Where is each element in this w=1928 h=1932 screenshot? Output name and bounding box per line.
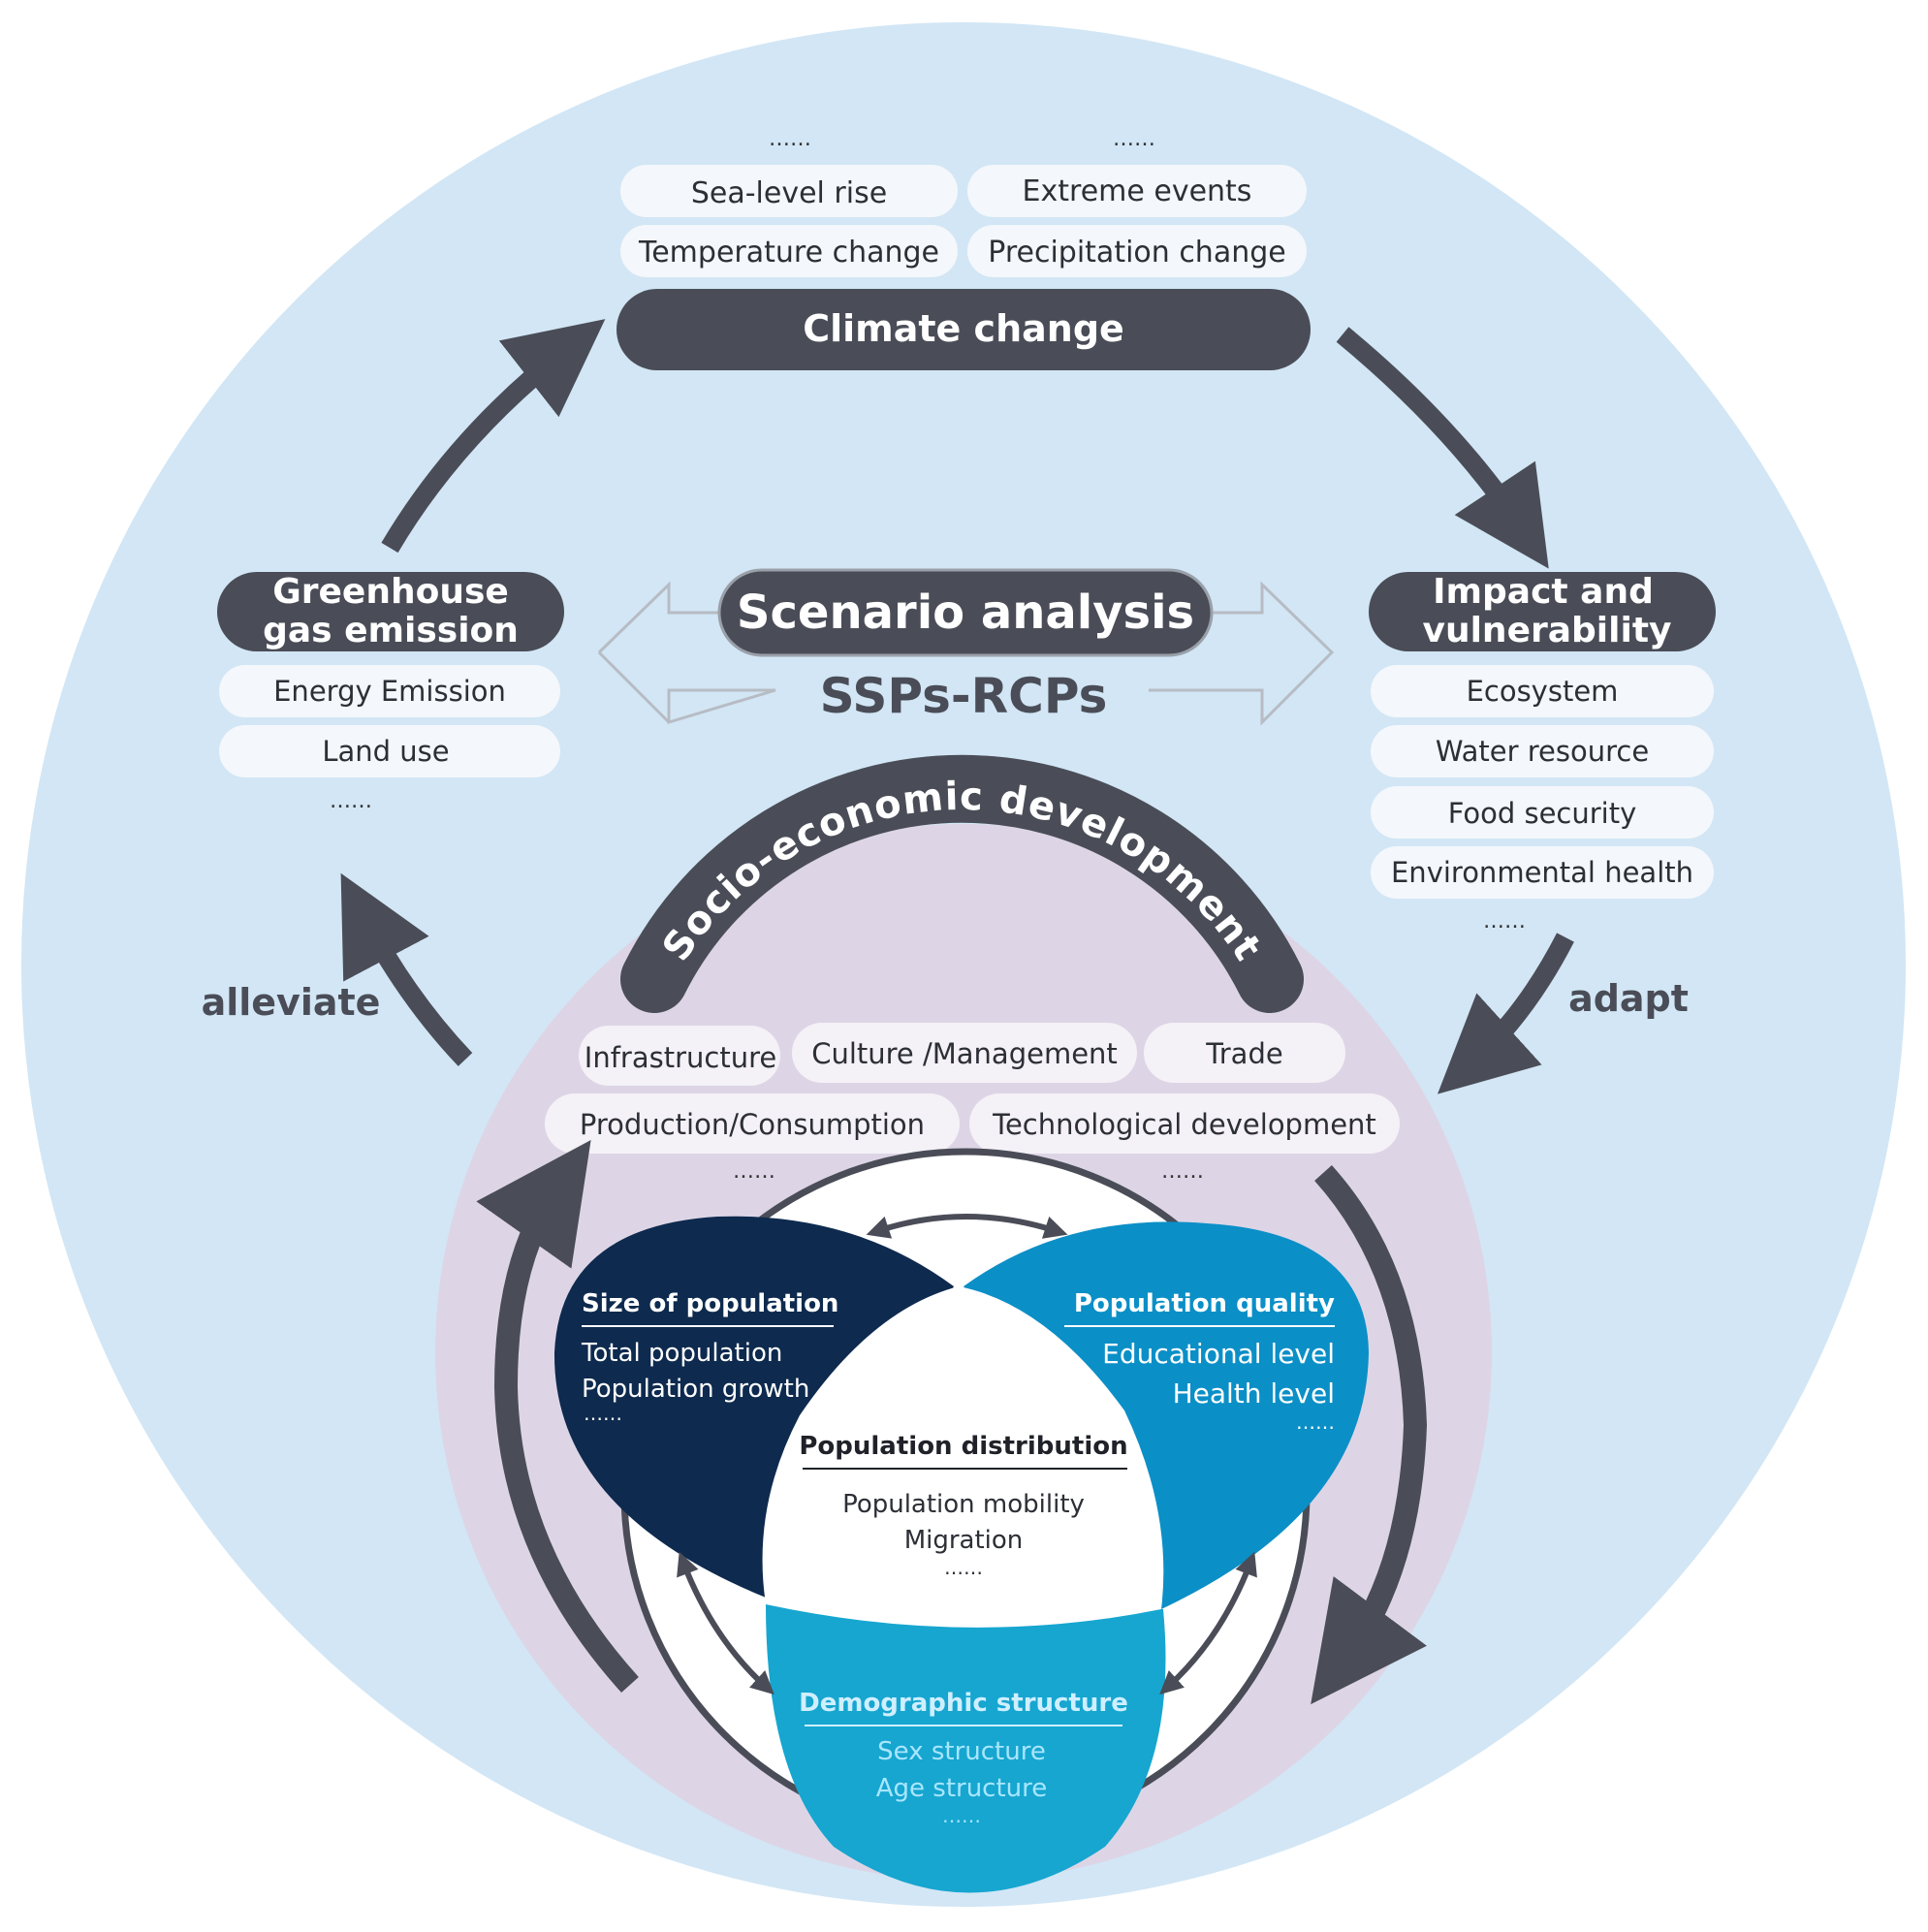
petal-population-quality	[964, 1221, 1369, 1609]
greenhouse-pill	[217, 572, 564, 651]
impact-item-water: Water resource	[1436, 735, 1649, 768]
arrow-quality-structure	[1159, 1551, 1257, 1695]
center-population-distribution	[762, 1286, 1164, 1628]
climate-item-temperature: Temperature change	[638, 236, 939, 269]
climate-change-pill	[616, 289, 1311, 370]
scenario-block: Scenario analysis SSPs-RCPs	[597, 568, 1335, 726]
scenario-subtitle: SSPs-RCPs	[820, 668, 1108, 724]
structure-title: Demographic structure	[799, 1689, 1128, 1718]
greenhouse-title-line2: gas emission	[263, 611, 519, 650]
impact-block: Impact and vulnerability Ecosystem Water…	[1369, 572, 1716, 934]
impact-item-food: Food security	[1448, 797, 1637, 830]
climate-item-sea-level: Sea-level rise	[691, 176, 887, 210]
arrow-to-climate	[381, 319, 606, 554]
size-item-total: Total population	[581, 1339, 782, 1368]
adapt-label: adapt	[1568, 977, 1689, 1020]
climate-item-pill	[620, 165, 958, 217]
impact-item-ecosystem: Ecosystem	[1467, 675, 1619, 708]
inner-arrow-left-up	[476, 1139, 639, 1694]
quality-item-health: Health level	[1173, 1378, 1335, 1409]
quality-item-education: Educational level	[1102, 1338, 1335, 1370]
impact-item-env-health: Environmental health	[1391, 856, 1693, 889]
socio-item-pill	[545, 1093, 960, 1154]
distribution-title: Population distribution	[799, 1432, 1127, 1461]
arrow-alleviate	[340, 872, 473, 1066]
distribution-ellipsis: ……	[944, 1556, 983, 1579]
climate-change-block: …… …… Sea-level rise Extreme events Temp…	[616, 127, 1311, 370]
climate-item-pill	[967, 225, 1307, 277]
socio-item-pill	[579, 1026, 780, 1086]
arrow-size-quality	[866, 1214, 1068, 1239]
structure-item-age: Age structure	[876, 1774, 1048, 1803]
socio-item-culture: Culture /Management	[811, 1037, 1118, 1070]
size-title: Size of population	[582, 1289, 838, 1318]
arrow-adapt	[1438, 933, 1574, 1094]
greenhouse-item-pill	[219, 725, 560, 777]
socio-ellipsis-right: ……	[1161, 1159, 1204, 1184]
impact-item-pill	[1371, 846, 1714, 899]
greenhouse-ellipsis: ……	[330, 789, 372, 813]
impact-item-pill	[1371, 786, 1714, 839]
population-venn: Size of population Total population Popu…	[553, 1148, 1369, 1893]
greenhouse-item-pill	[219, 665, 560, 717]
climate-item-pill	[620, 225, 958, 277]
arrow-to-impact	[1336, 327, 1549, 569]
structure-ellipsis: ……	[942, 1804, 981, 1827]
impact-title-line2: vulnerability	[1423, 611, 1672, 650]
climate-ellipsis-left: ……	[769, 127, 811, 151]
scenario-title: Scenario analysis	[737, 586, 1194, 640]
impact-item-pill	[1371, 725, 1714, 777]
petal-size-of-population	[553, 1216, 954, 1599]
distribution-item-mobility: Population mobility	[842, 1490, 1085, 1519]
impact-title-line1: Impact and	[1433, 572, 1654, 612]
climate-change-title: Climate change	[803, 307, 1124, 350]
climate-item-pill	[967, 165, 1307, 217]
greenhouse-item-energy: Energy Emission	[273, 675, 506, 708]
socio-item-infrastructure: Infrastructure	[585, 1041, 776, 1074]
greenhouse-title-line1: Greenhouse	[272, 572, 509, 612]
petal-demographic-structure	[766, 1604, 1166, 1893]
distribution-item-migration: Migration	[904, 1526, 1024, 1555]
inner-arrow-right-down	[1311, 1164, 1428, 1705]
socio-item-pill	[969, 1093, 1400, 1154]
socio-item-pill	[1144, 1023, 1345, 1083]
greenhouse-block: Greenhouse gas emission Energy Emission …	[217, 572, 564, 813]
scenario-pill	[717, 568, 1214, 657]
impact-ellipsis: ……	[1483, 909, 1526, 934]
climate-ellipsis-right: ……	[1113, 127, 1155, 151]
socio-item-pill	[792, 1023, 1137, 1083]
greenhouse-item-landuse: Land use	[322, 735, 449, 768]
socio-ellipsis-left: ……	[733, 1159, 775, 1184]
climate-item-extreme: Extreme events	[1023, 174, 1252, 208]
quality-ellipsis: ……	[1296, 1410, 1335, 1434]
cycle-arrows	[340, 319, 1574, 1094]
socio-item-production: Production/Consumption	[580, 1108, 925, 1141]
double-arrow-outline	[597, 581, 1335, 726]
size-ellipsis: ……	[584, 1402, 622, 1425]
quality-title: Population quality	[1074, 1289, 1335, 1318]
arrow-size-structure	[677, 1551, 774, 1695]
impact-pill	[1369, 572, 1716, 651]
climate-item-precipitation: Precipitation change	[988, 236, 1285, 269]
structure-item-sex: Sex structure	[877, 1737, 1046, 1766]
socio-item-technology: Technological development	[992, 1108, 1376, 1141]
double-arrow-left-tip	[597, 650, 671, 724]
size-item-growth: Population growth	[582, 1375, 809, 1404]
socio-item-trade: Trade	[1205, 1037, 1282, 1070]
impact-item-pill	[1371, 665, 1714, 717]
socio-title-band	[620, 754, 1304, 1013]
alleviate-label: alleviate	[202, 981, 381, 1024]
